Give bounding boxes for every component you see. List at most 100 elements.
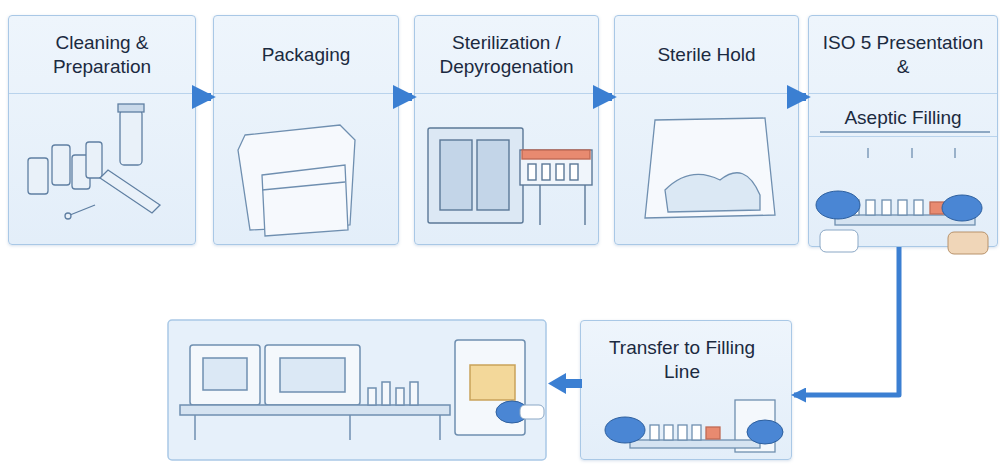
iso5-hood-part <box>930 202 944 214</box>
glass-vials-part <box>28 158 48 194</box>
process-box: Transfer to Filling Line <box>580 320 792 460</box>
depyrogenation-tunnel-part <box>542 164 550 180</box>
gloved-hands-part <box>820 230 858 252</box>
box-divider <box>809 136 997 137</box>
filling-machine-part <box>396 388 404 405</box>
filling-machine-part <box>439 415 441 440</box>
filling-machine-part <box>368 388 376 405</box>
process-box: ISO 5 Presentation & Aseptic Filling <box>808 15 998 247</box>
flow-arrow <box>794 247 899 395</box>
flow-arrow-part <box>562 379 582 388</box>
iso5-hood-part <box>911 148 912 158</box>
box-header: Sterile Hold <box>615 16 798 94</box>
flow-arrow <box>401 93 412 101</box>
filling-machine-part <box>455 340 525 435</box>
sterile-bag-part <box>262 182 345 190</box>
filling-machine-part <box>190 345 260 405</box>
gloved-hands-part <box>747 420 783 444</box>
gloved-hands-part <box>816 191 860 219</box>
step-title: Sterile Hold <box>657 43 755 67</box>
filling-line-panel <box>168 320 546 460</box>
transfer-station <box>630 400 775 452</box>
box-header: Transfer to Filling Line <box>581 331 791 389</box>
process-box: Sterilization / Depyrogenation <box>414 15 599 245</box>
depyrogenation-tunnel-part <box>584 185 585 225</box>
transfer-station-part <box>735 400 775 452</box>
flow-arrow <box>801 93 806 101</box>
depyrogenation-tunnel-part <box>539 185 540 225</box>
glass-vials-part <box>120 110 142 165</box>
depyrogenation-tunnel-part <box>556 164 564 180</box>
iso5-hood-part <box>914 200 923 215</box>
gloved-hands-part <box>605 417 645 443</box>
filling-machine-part <box>470 365 515 400</box>
depyrogenation-tunnel-part <box>477 140 509 210</box>
held-bag-part <box>645 118 775 218</box>
filling-line-panel-part <box>168 320 546 460</box>
step-title: Packaging <box>262 43 351 67</box>
process-box: Cleaning & Preparation <box>8 15 196 245</box>
filling-machine-part <box>410 382 418 405</box>
filling-machine-part <box>280 358 345 392</box>
iso5-hood <box>820 132 990 225</box>
step-title: ISO 5 Presentation & <box>819 31 987 79</box>
iso5-hood-part <box>866 200 875 215</box>
iso5-hood-part <box>867 148 868 158</box>
box-header: Sterilization / Depyrogenation <box>415 16 598 94</box>
glass-vials-part <box>86 142 102 178</box>
depyrogenation-tunnel-part <box>522 150 590 159</box>
gloved-hands <box>605 417 783 444</box>
glass-vials-part <box>100 170 160 213</box>
iso5-hood-part <box>835 215 975 225</box>
depyrogenation-tunnel <box>428 128 592 225</box>
depyrogenation-tunnel-part <box>428 128 523 223</box>
process-box: Packaging <box>213 15 399 245</box>
box-subheader: Aseptic Filling <box>809 106 997 130</box>
flow-arrow <box>198 93 211 101</box>
box-header: ISO 5 Presentation & <box>809 16 997 94</box>
filling-machine-part <box>194 415 196 440</box>
sterile-bag-part <box>262 165 348 236</box>
step-title: Transfer to Filling Line <box>603 336 761 384</box>
transfer-station-part <box>706 427 720 439</box>
filling-machine-part <box>349 415 351 440</box>
flow-arrow <box>601 93 612 101</box>
iso5-hood-part <box>954 148 955 158</box>
glass-vials-part <box>72 155 90 189</box>
glass-vials-part <box>52 145 70 185</box>
sterile-bag-part <box>238 125 355 230</box>
glove-hand-part <box>520 405 544 419</box>
gloved-hands <box>816 191 988 254</box>
depyrogenation-tunnel-part <box>570 164 578 180</box>
glass-vials <box>28 104 160 219</box>
filling-machine-part <box>180 405 450 415</box>
glass-vials-part <box>65 213 71 219</box>
process-box: Sterile Hold <box>614 15 799 245</box>
transfer-station-part <box>664 425 673 440</box>
depyrogenation-tunnel-part <box>520 150 592 185</box>
flow-arrow <box>548 373 582 394</box>
step-title: Sterilization / Depyrogenation <box>425 31 588 79</box>
glass-vials-part <box>118 104 144 112</box>
flow-arrow-part <box>548 373 566 394</box>
step-subtitle: Aseptic Filling <box>844 107 961 128</box>
held-bag-part <box>665 173 760 212</box>
gloved-hands-part <box>948 232 988 254</box>
glove-hand <box>496 401 544 423</box>
depyrogenation-tunnel-part <box>440 140 472 210</box>
depyrogenation-tunnel-part <box>528 164 536 180</box>
iso5-hood-part <box>850 200 859 215</box>
transfer-station-part <box>650 425 659 440</box>
transfer-station-part <box>630 440 760 448</box>
box-header: Packaging <box>214 16 398 94</box>
glove-hand-part <box>496 401 528 423</box>
filling-machine-part <box>203 358 247 390</box>
filling-machine <box>180 340 525 440</box>
transfer-station-part <box>678 425 687 440</box>
glass-vials-part <box>70 205 95 215</box>
iso5-hood-part <box>820 131 990 132</box>
filling-machine-part <box>265 345 360 405</box>
box-header: Cleaning & Preparation <box>9 16 195 94</box>
step-title: Cleaning & Preparation <box>19 31 185 79</box>
